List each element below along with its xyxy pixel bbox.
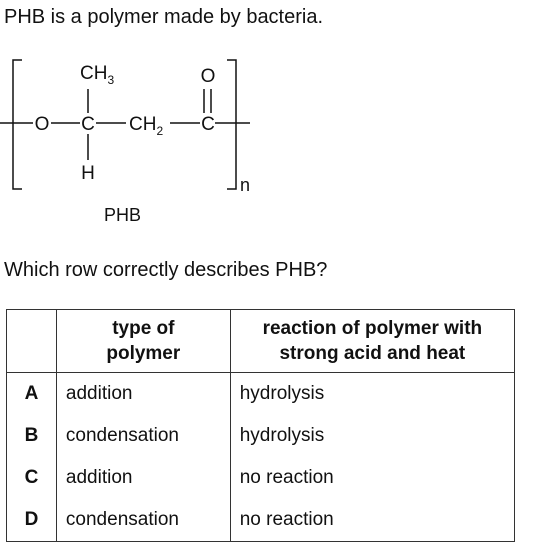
answer-table: type of polymer reaction of polymer with… [6,309,516,542]
option-letter: B [6,415,57,457]
table-header-row: type of polymer reaction of polymer with… [6,309,516,373]
group-ch3: CH3 [80,63,114,87]
atom-carbonyl-oxygen: O [201,66,216,87]
table-row-c: C addition no reaction [6,457,516,499]
header-reaction: reaction of polymer with strong acid and… [229,309,516,373]
question-text: Which row correctly describes PHB? [4,259,328,281]
right-bracket [227,59,237,190]
atom-oxygen-chain: O [35,114,50,135]
atom-carbon-carbonyl: C [201,114,215,135]
option-letter: A [6,372,57,415]
option-letter: C [6,457,57,499]
structure-caption: PHB [104,205,142,225]
polymer-type-cell: condensation [55,499,231,542]
phb-structure-diagram: O C C O H CH3 CH2 n [0,59,250,195]
option-letter: D [6,499,57,542]
left-bracket [12,59,22,190]
header-type-of-polymer: type of polymer [55,309,231,373]
reaction-cell: no reaction [229,457,516,499]
table-row-b: B condensation hydrolysis [6,415,516,457]
intro-text: PHB is a polymer made by bacteria. [4,6,324,28]
polymer-type-cell: addition [55,372,231,415]
group-ch2: CH2 [129,114,163,138]
polymer-type-cell: addition [55,457,231,499]
repeat-subscript-n: n [240,175,250,195]
reaction-cell: no reaction [229,499,516,542]
reaction-cell: hydrolysis [229,415,516,457]
table-row-d: D condensation no reaction [6,499,516,542]
atom-carbon-center: C [81,114,95,135]
reaction-cell: hydrolysis [229,372,516,415]
polymer-type-cell: condensation [55,415,231,457]
table-row-a: A addition hydrolysis [6,372,516,415]
atom-hydrogen: H [81,163,95,184]
header-letter [6,309,57,373]
